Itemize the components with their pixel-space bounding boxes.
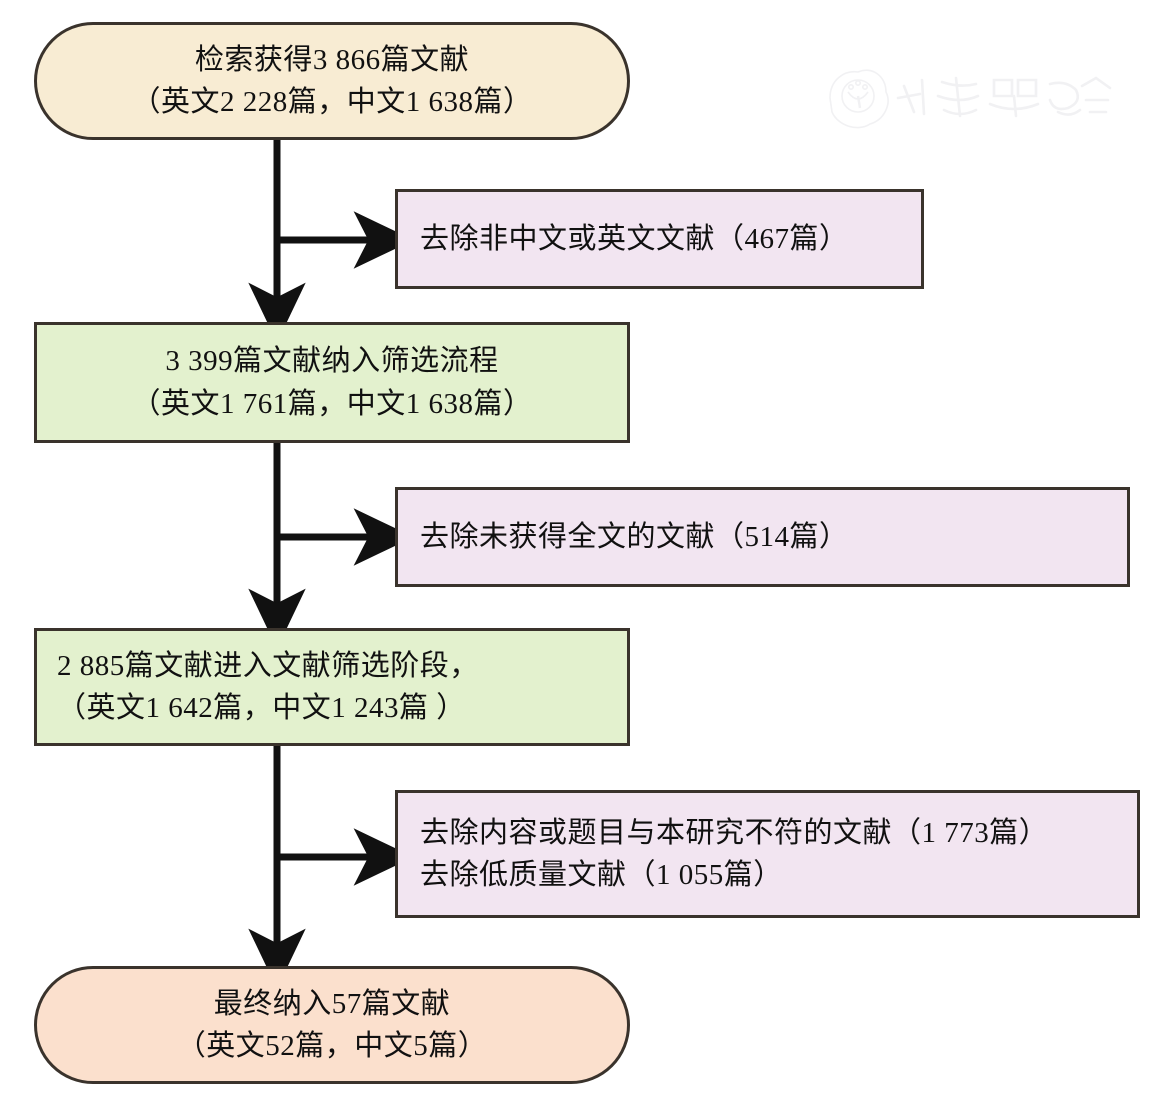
node-exclude-language-line-1: 去除非中文或英文文献（467篇） <box>420 222 849 255</box>
node-exclude-irrelevant-line-1: 去除内容或题目与本研究不符的文献（1 773篇） <box>420 816 1049 849</box>
node-exclude-no-fulltext-line-1: 去除未获得全文的文献（514篇） <box>420 520 849 553</box>
node-screening-stage: 2 885篇文献进入文献筛选阶段， （英文1 642篇，中文1 243篇 ） <box>34 628 630 746</box>
node-search-results-line-2: （英文2 228篇，中文1 638篇） <box>131 86 533 118</box>
watermark <box>818 62 1118 139</box>
node-exclude-language: 去除非中文或英文文献（467篇） <box>395 189 924 289</box>
node-screening-entry-line-2: （英文1 761篇，中文1 638篇） <box>131 387 533 420</box>
node-search-results: 检索获得3 866篇文献 （英文2 228篇，中文1 638篇） <box>34 22 630 140</box>
node-screening-entry: 3 399篇文献纳入筛选流程 （英文1 761篇，中文1 638篇） <box>34 322 630 443</box>
node-screening-entry-line-1: 3 399篇文献纳入筛选流程 <box>165 345 499 378</box>
node-search-results-line-1: 检索获得3 866篇文献 <box>194 43 470 76</box>
node-screening-stage-line-2: （英文1 642篇，中文1 243篇 ） <box>57 692 466 724</box>
node-final-included-line-1: 最终纳入57篇文献 <box>213 987 451 1020</box>
node-final-included-line-2: （英文52篇，中文5篇） <box>176 1030 488 1062</box>
node-exclude-irrelevant-lowquality: 去除内容或题目与本研究不符的文献（1 773篇） 去除低质量文献（1 055篇） <box>395 790 1140 918</box>
node-final-included: 最终纳入57篇文献 （英文52篇，中文5篇） <box>34 966 630 1084</box>
node-screening-stage-line-1: 2 885篇文献进入文献筛选阶段， <box>57 649 479 682</box>
node-exclude-irrelevant-line-2: 去除低质量文献（1 055篇） <box>420 859 783 891</box>
node-exclude-no-fulltext: 去除未获得全文的文献（514篇） <box>395 487 1130 587</box>
chinese-medical-association-logo-icon <box>829 69 1112 129</box>
